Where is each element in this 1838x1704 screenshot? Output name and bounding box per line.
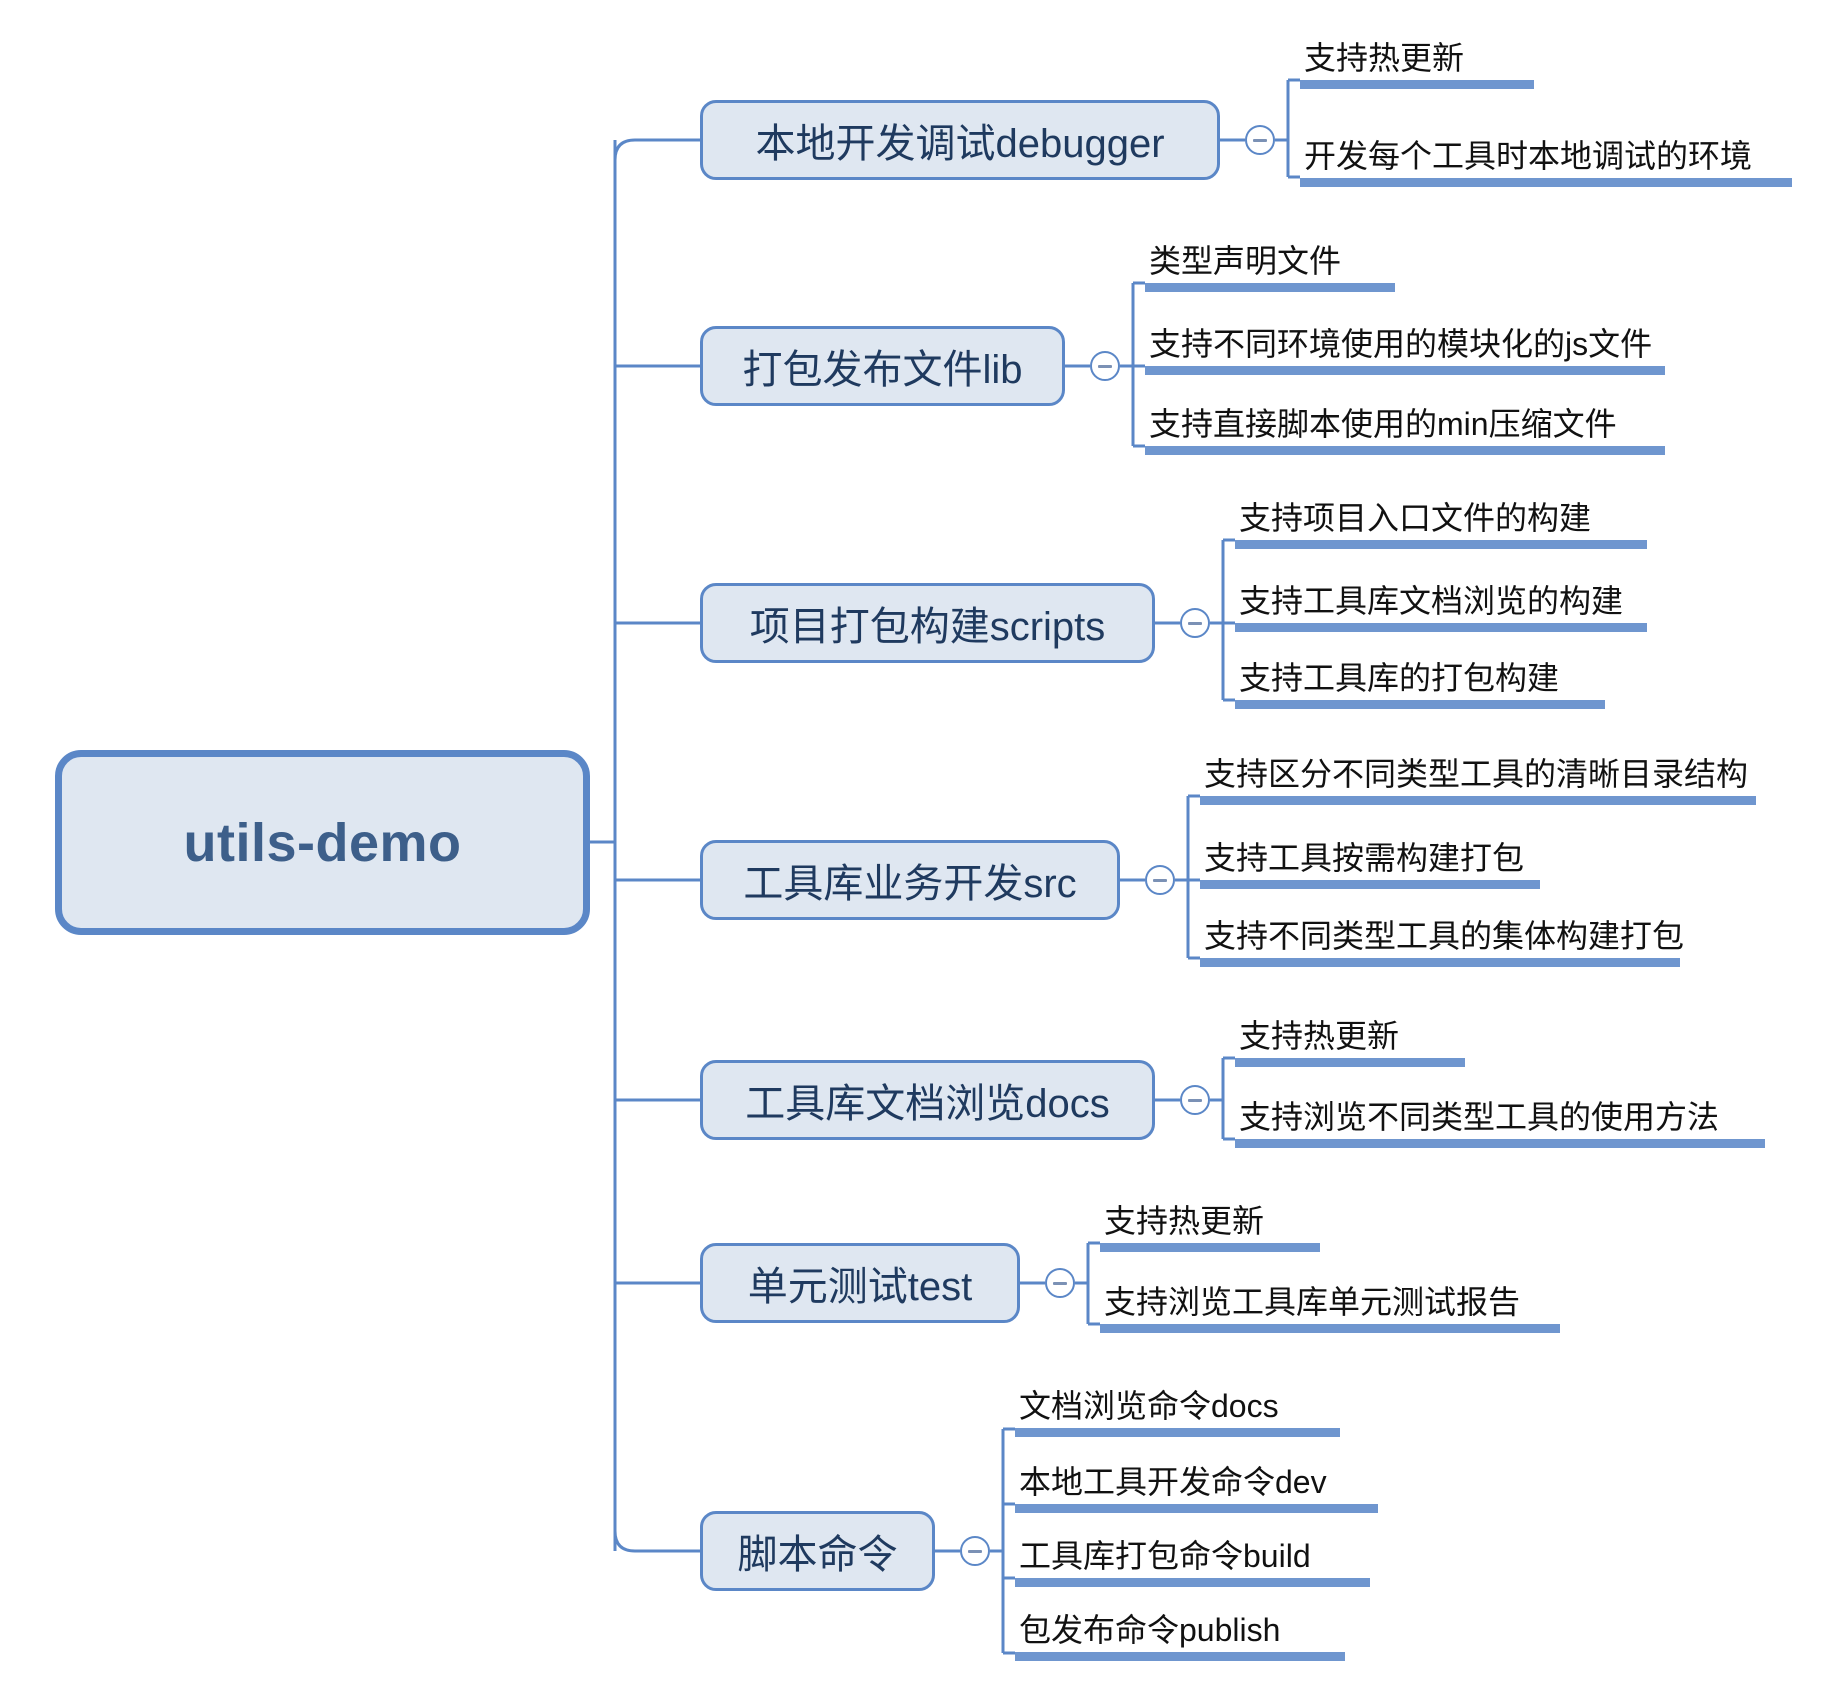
leaf-label: 支持不同环境使用的模块化的js文件 xyxy=(1149,326,1653,362)
leaf-underline xyxy=(1015,1427,1340,1437)
leaf-underline xyxy=(1200,879,1540,889)
leaf-label: 支持工具按需构建打包 xyxy=(1204,840,1525,876)
collapse-minus-icon[interactable] xyxy=(1245,125,1275,155)
branch-node-src[interactable]: 工具库业务开发src xyxy=(700,840,1120,920)
leaf-node[interactable]: 本地工具开发命令dev xyxy=(1015,1464,1378,1513)
leaf-label: 支持项目入口文件的构建 xyxy=(1239,500,1592,536)
branch-label: 项目打包构建scripts xyxy=(749,605,1106,649)
leaf-label: 工具库打包命令build xyxy=(1019,1538,1311,1574)
leaf-underline xyxy=(1100,1242,1320,1252)
collapse-minus-icon[interactable] xyxy=(1090,351,1120,381)
leaf-label: 支持热更新 xyxy=(1104,1203,1265,1239)
collapse-minus-icon[interactable] xyxy=(960,1536,990,1566)
leaf-node[interactable]: 支持不同环境使用的模块化的js文件 xyxy=(1145,326,1665,375)
leaf-underline xyxy=(1235,1138,1765,1148)
collapse-minus-icon[interactable] xyxy=(1180,1085,1210,1115)
leaf-node[interactable]: 支持热更新 xyxy=(1235,1018,1465,1067)
leaf-label: 支持浏览工具库单元测试报告 xyxy=(1104,1284,1521,1320)
leaf-node[interactable]: 支持热更新 xyxy=(1100,1203,1320,1252)
branch-label: 单元测试test xyxy=(747,1265,973,1309)
leaf-underline xyxy=(1015,1651,1345,1661)
leaf-label: 开发每个工具时本地调试的环境 xyxy=(1304,138,1753,174)
leaf-node[interactable]: 支持项目入口文件的构建 xyxy=(1235,500,1647,549)
leaf-node[interactable]: 工具库打包命令build xyxy=(1015,1538,1370,1587)
root-node-label: utils-demo xyxy=(183,812,462,873)
leaf-underline xyxy=(1235,699,1605,709)
leaf-underline xyxy=(1300,79,1534,89)
branch-node-debugger[interactable]: 本地开发调试debugger xyxy=(700,100,1220,180)
leaf-node[interactable]: 支持浏览不同类型工具的使用方法 xyxy=(1235,1099,1765,1148)
leaf-label: 支持浏览不同类型工具的使用方法 xyxy=(1239,1099,1720,1135)
leaf-underline xyxy=(1145,282,1395,292)
branch-label: 脚本命令 xyxy=(737,1533,898,1577)
minus-bar xyxy=(1188,1098,1202,1102)
minus-bar xyxy=(1153,878,1167,882)
leaf-node[interactable]: 支持浏览工具库单元测试报告 xyxy=(1100,1284,1560,1333)
leaf-underline xyxy=(1145,445,1665,455)
leaf-label: 支持区分不同类型工具的清晰目录结构 xyxy=(1204,756,1749,792)
leaf-label: 支持不同类型工具的集体构建打包 xyxy=(1204,918,1685,954)
leaf-label: 类型声明文件 xyxy=(1149,243,1342,279)
collapse-minus-icon[interactable] xyxy=(1045,1268,1075,1298)
collapse-minus-icon[interactable] xyxy=(1180,608,1210,638)
branch-node-scripts-commands[interactable]: 脚本命令 xyxy=(700,1511,935,1591)
branch-label: 工具库文档浏览docs xyxy=(745,1082,1110,1126)
leaf-underline xyxy=(1200,795,1756,805)
leaf-node[interactable]: 支持直接脚本使用的min压缩文件 xyxy=(1145,406,1665,455)
leaf-node[interactable]: 支持区分不同类型工具的清晰目录结构 xyxy=(1200,756,1756,805)
leaf-label: 包发布命令publish xyxy=(1019,1612,1281,1648)
leaf-label: 本地工具开发命令dev xyxy=(1019,1464,1327,1500)
minus-bar xyxy=(1188,621,1202,625)
minus-bar xyxy=(968,1549,982,1553)
leaf-node[interactable]: 类型声明文件 xyxy=(1145,243,1395,292)
minus-bar xyxy=(1098,364,1112,368)
leaf-node[interactable]: 包发布命令publish xyxy=(1015,1612,1345,1661)
minus-bar xyxy=(1053,1281,1067,1285)
leaf-node[interactable]: 文档浏览命令docs xyxy=(1015,1388,1340,1437)
leaf-underline xyxy=(1235,539,1647,549)
leaf-node[interactable]: 支持工具按需构建打包 xyxy=(1200,840,1540,889)
branch-node-scripts[interactable]: 项目打包构建scripts xyxy=(700,583,1155,663)
branch-label: 本地开发调试debugger xyxy=(755,122,1165,166)
leaf-label: 支持热更新 xyxy=(1239,1018,1400,1054)
leaf-node[interactable]: 支持工具库文档浏览的构建 xyxy=(1235,583,1647,632)
leaf-label: 支持工具库文档浏览的构建 xyxy=(1239,583,1624,619)
branch-node-test[interactable]: 单元测试test xyxy=(700,1243,1020,1323)
leaf-underline xyxy=(1300,177,1792,187)
branch-node-lib[interactable]: 打包发布文件lib xyxy=(700,326,1065,406)
leaf-node[interactable]: 支持不同类型工具的集体构建打包 xyxy=(1200,918,1688,967)
leaf-node[interactable]: 支持工具库的打包构建 xyxy=(1235,660,1605,709)
leaf-underline xyxy=(1235,622,1647,632)
leaf-node[interactable]: 支持热更新 xyxy=(1300,40,1534,89)
leaf-label: 支持热更新 xyxy=(1304,40,1465,76)
leaf-node[interactable]: 开发每个工具时本地调试的环境 xyxy=(1300,138,1792,187)
leaf-label: 支持工具库的打包构建 xyxy=(1239,660,1560,696)
collapse-minus-icon[interactable] xyxy=(1145,865,1175,895)
leaf-underline xyxy=(1100,1323,1560,1333)
branch-label: 打包发布文件lib xyxy=(742,348,1023,392)
leaf-underline xyxy=(1015,1577,1370,1587)
branch-label: 工具库业务开发src xyxy=(743,862,1077,906)
minus-bar xyxy=(1253,138,1267,142)
leaf-label: 文档浏览命令docs xyxy=(1019,1388,1279,1424)
root-node[interactable]: utils-demo xyxy=(55,750,590,935)
leaf-underline xyxy=(1200,957,1680,967)
leaf-label: 支持直接脚本使用的min压缩文件 xyxy=(1149,406,1617,442)
leaf-underline xyxy=(1145,365,1665,375)
branch-node-docs[interactable]: 工具库文档浏览docs xyxy=(700,1060,1155,1140)
leaf-underline xyxy=(1235,1057,1465,1067)
leaf-underline xyxy=(1015,1503,1378,1513)
